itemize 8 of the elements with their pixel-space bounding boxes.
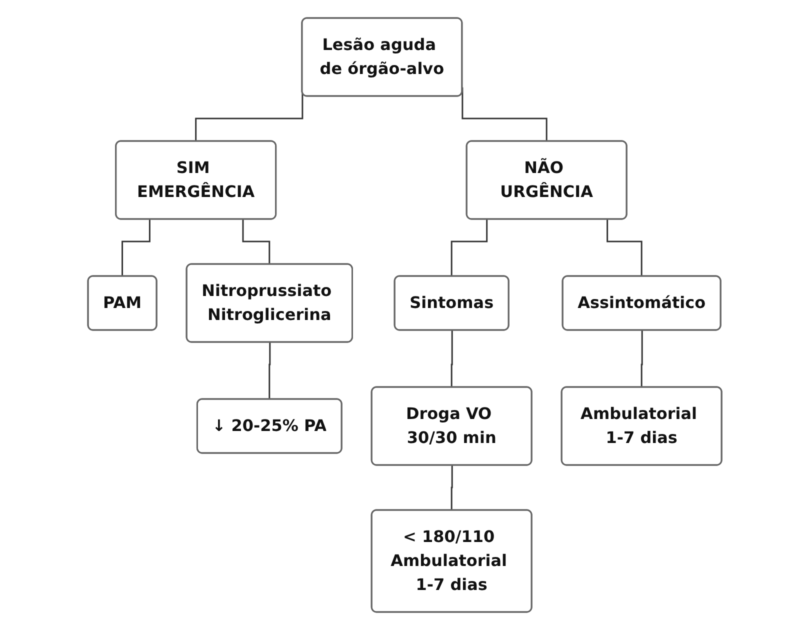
connector	[451, 466, 454, 512]
connector	[268, 342, 271, 400]
connector	[641, 330, 644, 388]
connector	[606, 220, 643, 278]
connector	[451, 330, 454, 388]
connector	[451, 220, 488, 278]
connector	[242, 220, 271, 266]
connector	[122, 220, 151, 278]
